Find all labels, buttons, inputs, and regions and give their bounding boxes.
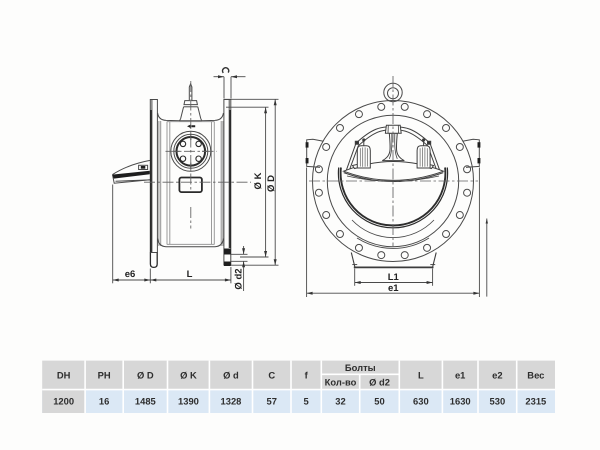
svg-text:Ø D: Ø D	[137, 370, 154, 381]
svg-text:Вес: Вес	[527, 370, 544, 381]
svg-text:50: 50	[374, 396, 384, 407]
svg-text:1390: 1390	[178, 396, 199, 407]
svg-text:C: C	[268, 370, 275, 381]
svg-text:57: 57	[267, 396, 277, 407]
svg-text:2315: 2315	[525, 396, 546, 407]
svg-text:630: 630	[413, 396, 429, 407]
svg-text:L: L	[418, 370, 424, 381]
svg-text:Кол-во: Кол-во	[325, 377, 357, 388]
svg-text:PH: PH	[98, 370, 111, 381]
svg-text:Ø K: Ø K	[253, 172, 264, 189]
svg-text:530: 530	[490, 396, 506, 407]
svg-text:Ø d: Ø d	[223, 370, 239, 381]
svg-text:Ø d2: Ø d2	[233, 268, 244, 289]
svg-text:L: L	[187, 269, 193, 280]
svg-text:e6: e6	[125, 269, 136, 280]
svg-text:Ø K: Ø K	[180, 370, 197, 381]
svg-text:1485: 1485	[135, 396, 156, 407]
svg-text:5: 5	[304, 396, 309, 407]
svg-text:e1: e1	[455, 370, 465, 381]
svg-text:16: 16	[99, 396, 109, 407]
svg-text:Ø D: Ø D	[266, 175, 277, 192]
svg-text:e2: e2	[492, 370, 502, 381]
svg-text:Ø d2: Ø d2	[369, 377, 390, 388]
svg-text:1630: 1630	[450, 396, 471, 407]
svg-text:1200: 1200	[53, 396, 74, 407]
svg-text:1328: 1328	[221, 396, 242, 407]
svg-text:Болты: Болты	[345, 362, 376, 373]
svg-text:f: f	[305, 370, 309, 381]
svg-text:DH: DH	[57, 370, 71, 381]
svg-text:e1: e1	[388, 283, 399, 294]
svg-text:L1: L1	[388, 272, 400, 283]
svg-text:32: 32	[335, 396, 345, 407]
